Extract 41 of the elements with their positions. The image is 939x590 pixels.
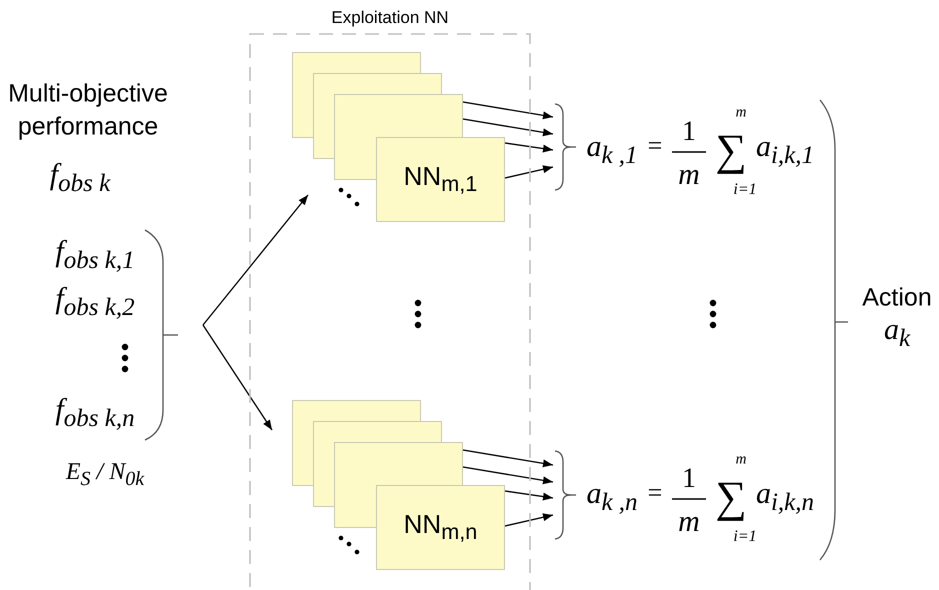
heading-text: Multi-objective performance	[7, 78, 169, 142]
arrow	[202, 324, 273, 430]
output-title: Action	[862, 284, 932, 312]
curly-brace	[553, 103, 573, 191]
arrow	[504, 513, 554, 527]
math-expression: E$_{S}$ / N$_{0k}$	[66, 459, 144, 491]
equals-sign: =	[648, 131, 662, 161]
arrow	[504, 490, 554, 501]
math-symbol: f$_{obs k,1}$	[55, 235, 135, 275]
math-symbol: f$_{obs k,2}$	[55, 282, 135, 322]
upper-limit: m	[736, 104, 746, 122]
numerator: 1	[682, 463, 696, 495]
math-symbol: f$_{obs k,n}$	[55, 393, 135, 433]
sum-symbol: ∑	[715, 472, 747, 522]
upper-limit: m	[736, 452, 746, 468]
equals-sign: =	[648, 478, 662, 508]
arrow	[462, 449, 554, 468]
denominator: m	[678, 158, 700, 192]
arrow	[462, 118, 554, 136]
network-label: NN$_{m,n}$	[404, 509, 478, 546]
network-box	[376, 137, 505, 222]
lower-limit: i=1	[733, 181, 757, 199]
denominator: m	[678, 505, 700, 539]
math-symbol: a$_{k}$	[884, 313, 910, 353]
sum-symbol: ∑	[715, 124, 747, 176]
arrow	[462, 466, 554, 484]
network-box	[376, 485, 505, 570]
curly-brace	[553, 450, 573, 540]
math-symbol: a$_{i,k,n}$	[756, 477, 814, 517]
lower-limit: i=1	[733, 528, 757, 546]
arrow	[504, 165, 554, 179]
arrow	[202, 194, 308, 326]
arrow	[462, 101, 554, 120]
numerator: 1	[682, 116, 696, 148]
math-symbol: a$_{k ,1}$	[586, 130, 638, 170]
group-title: Exploitation NN	[330, 8, 450, 28]
math-symbol: a$_{i,k,1}$	[756, 130, 814, 170]
math-symbol: a$_{k ,n}$	[586, 477, 638, 517]
network-label: NN$_{m,1}$	[404, 161, 478, 198]
arrow	[504, 142, 554, 153]
math-symbol: f$_{obs k}$	[50, 158, 110, 198]
